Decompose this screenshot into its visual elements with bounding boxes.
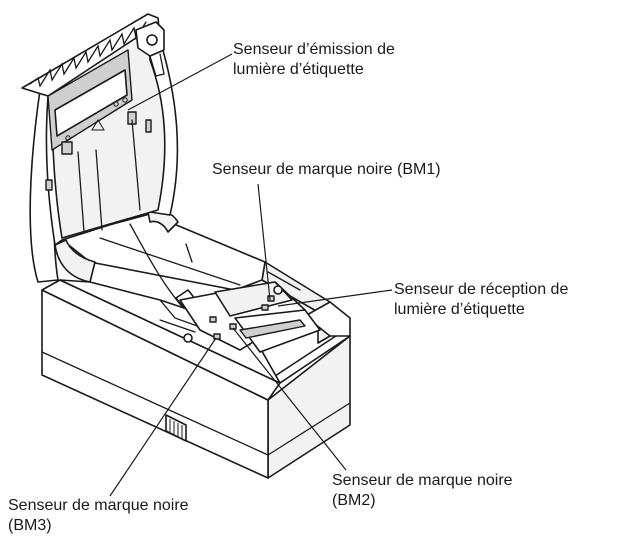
label-reception-sensor-label: Senseur de réception de lumière d’étique… [394,281,569,318]
black-mark-sensor-bm2-label: Senseur de marque noire (BM2) [332,472,513,509]
leader-bm1 [257,183,271,301]
power-switch-icon [165,414,187,442]
black-mark-sensor-bm3-label: Senseur de marque noire (BM3) [8,497,189,534]
printer-lid [21,13,179,283]
leader-label-emission [127,53,233,111]
black-mark-sensor-bm1-label: Senseur de marque noire (BM1) [212,161,441,178]
leader-bm2 [232,327,347,471]
label-emission-sensor-label: Senseur d’émission de lumière d’étiquett… [233,41,395,78]
sensor-block [159,271,321,353]
leader-bm3 [109,337,217,497]
paper-compartment [54,209,281,384]
printer-body [41,261,351,479]
leader-label-reception [277,289,393,307]
